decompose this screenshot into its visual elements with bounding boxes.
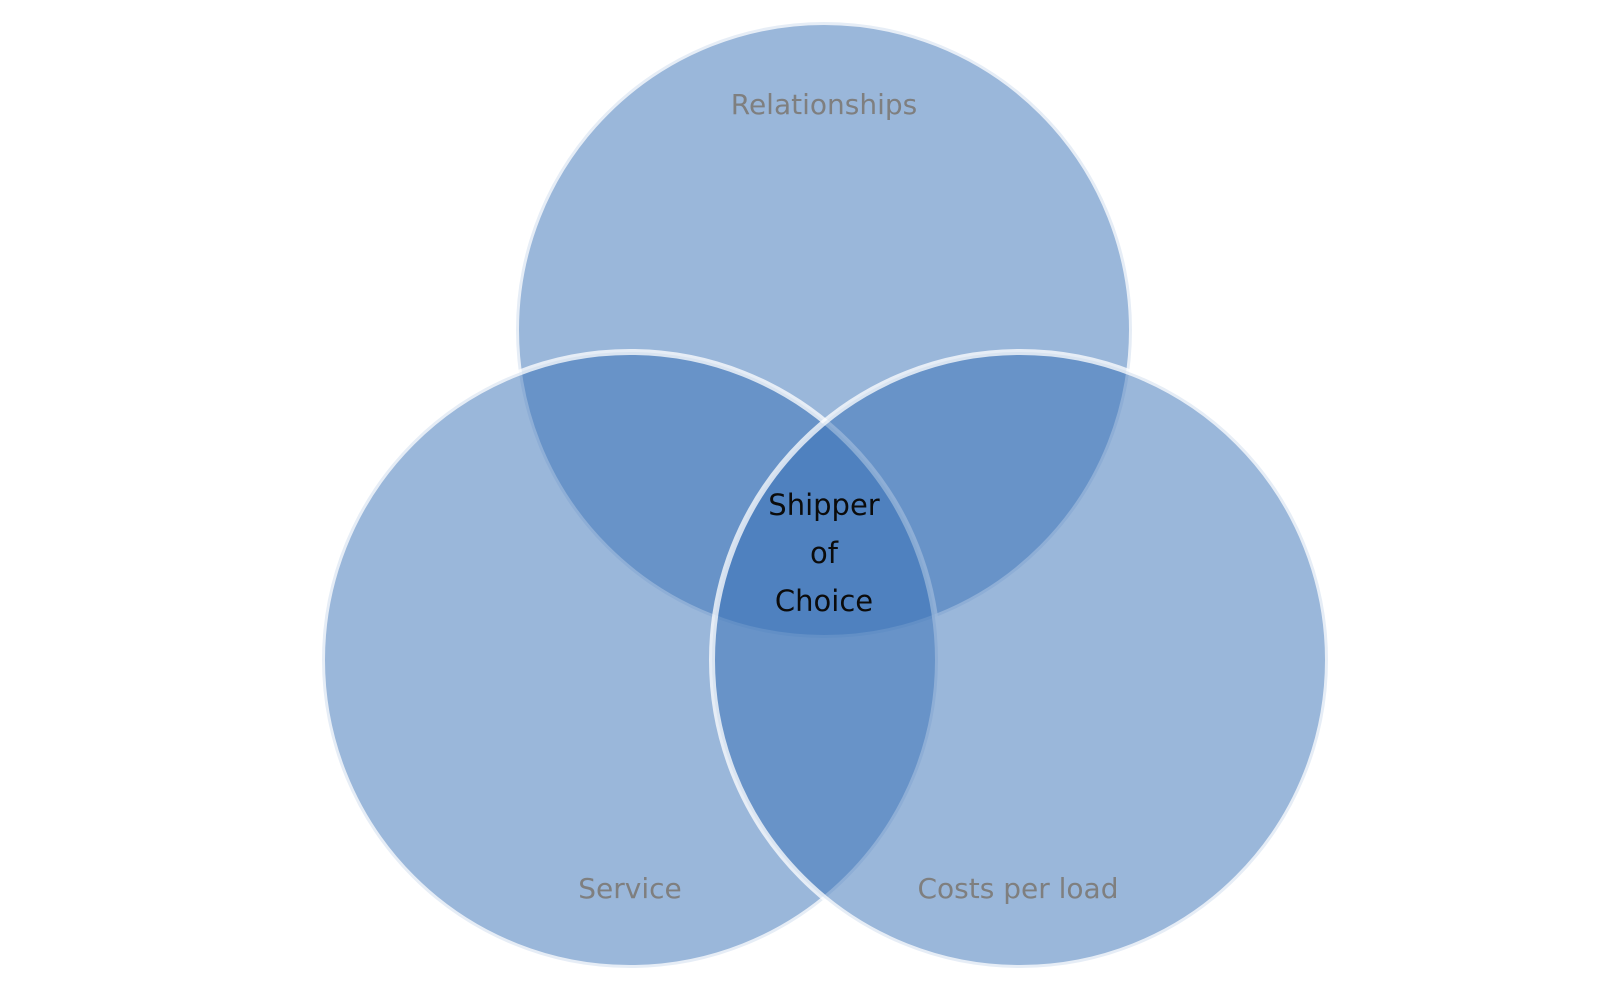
center-label-line-3: Choice <box>775 584 873 618</box>
circle-costs <box>709 349 1331 971</box>
center-label-line-1: Shipper <box>768 488 880 522</box>
label-relationships: Relationships <box>731 88 917 121</box>
label-service: Service <box>578 872 681 905</box>
label-costs: Costs per load <box>918 872 1119 905</box>
center-label-line-2: of <box>810 536 839 570</box>
